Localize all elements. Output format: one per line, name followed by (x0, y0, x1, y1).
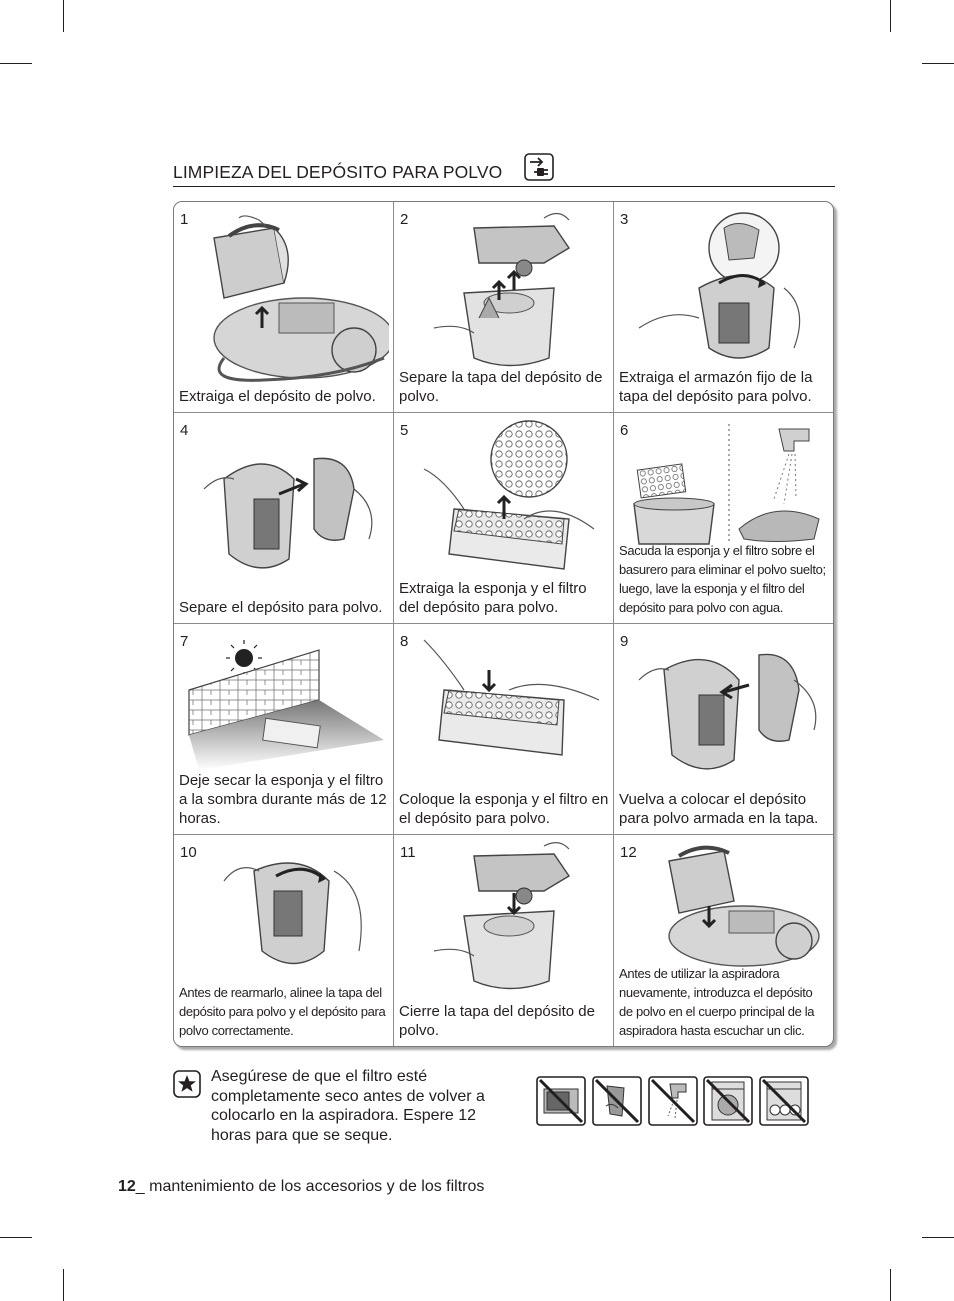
step-6: 6 Sacuda la esponja y el filtro sobre el… (614, 413, 833, 624)
step-caption: Vuelva a colocar el depósito para polvo … (619, 791, 819, 827)
separate-bin-illustration (203, 457, 373, 569)
section-header: LIMPIEZA DEL DEPÓSITO PARA POLVO (173, 152, 835, 187)
step-number: 5 (400, 422, 409, 439)
step-1: 1 Extraiga el depósito de polvo. (174, 202, 394, 413)
crop-mark (922, 63, 954, 64)
step-number: 2 (400, 211, 409, 228)
step-9: 9 Vuelva a colocar el depósito para polv… (614, 624, 833, 835)
align-lid-illustration (223, 862, 362, 965)
step-caption: Cierre la tapa del depósito de polvo. (399, 1003, 595, 1039)
step-number: 6 (620, 422, 629, 439)
step-number: 3 (620, 211, 629, 228)
step-5: 5 Extraiga la esponja y el filtro del de… (394, 413, 614, 624)
reattach-bin-illustration (638, 653, 817, 770)
crop-mark (890, 0, 891, 32)
no-dishwasher-icon (759, 1076, 809, 1126)
wash-filter-illustration (633, 424, 820, 545)
close-lid-illustration (433, 842, 570, 990)
step-7: 7 Deje secar l (174, 624, 394, 835)
crop-mark (0, 63, 32, 64)
step-8: 8 Coloque la esponja y el filtro en el d… (394, 624, 614, 835)
step-number: 4 (180, 422, 189, 439)
step-number: 12 (620, 844, 637, 861)
step-caption: Separe el depósito para polvo. (179, 599, 383, 616)
separate-lid-illustration (433, 212, 570, 367)
step-number: 9 (620, 633, 629, 650)
step-number: 1 (180, 211, 189, 228)
steps-grid: 1 Extraiga el depósito de polvo. 2 (173, 201, 834, 1047)
no-hair-dryer-icon (592, 1076, 642, 1126)
crop-mark (63, 0, 64, 32)
star-note-icon (173, 1070, 201, 1098)
step-caption: Antes de utilizar la aspiradora nuevamen… (619, 966, 815, 1038)
step-caption: Extraiga el depósito de polvo. (179, 388, 376, 405)
remove-frame-illustration (638, 212, 801, 359)
crop-mark (63, 1269, 64, 1301)
page-footer: 12_ mantenimiento de los accesorios y de… (118, 1178, 484, 1196)
no-washing-machine-icon (703, 1076, 753, 1126)
step-10: 10 Antes de rearmarlo, alinee la tapa de… (174, 835, 394, 1046)
step-number: 7 (180, 633, 189, 650)
step-4: 4 Separe el depósito para polvo. (174, 413, 394, 624)
step-number: 10 (180, 844, 197, 861)
insert-sponge-illustration (423, 639, 600, 756)
footer-text: _ mantenimiento de los accesorios y de l… (135, 1178, 485, 1195)
step-number: 11 (400, 844, 416, 861)
no-microwave-icon (536, 1076, 586, 1126)
step-caption: Deje secar la esponja y el filtro a la s… (179, 772, 387, 827)
section-title: LIMPIEZA DEL DEPÓSITO PARA POLVO (173, 162, 503, 182)
step-12: 12 Antes de utilizar la aspiradora nueva… (614, 835, 833, 1046)
step-caption: Extraiga la esponja y el filtro del depó… (399, 580, 587, 616)
unplug-icon (524, 153, 554, 181)
step-caption: Antes de rearmarlo, alinee la tapa del d… (179, 985, 386, 1038)
remove-sponge-illustration (423, 420, 595, 570)
step-number: 8 (400, 633, 409, 650)
step-caption: Separe la tapa del depósito de polvo. (399, 369, 603, 405)
note-text: Asegúrese de que el filtro esté completa… (211, 1068, 485, 1144)
step-2: 2 Separe la tapa del depósito de polvo. (394, 202, 614, 413)
crop-mark (0, 1237, 32, 1238)
lift-dust-bin-illustration (213, 215, 389, 382)
dry-in-shade-illustration (188, 640, 384, 770)
step-caption: Extraiga el armazón fijo de la tapa del … (619, 369, 813, 405)
crop-mark (890, 1269, 891, 1301)
step-caption: Sacuda la esponja y el filtro sobre el b… (619, 543, 826, 615)
step-3: 3 Extraiga el armazón fijo de la tapa de… (614, 202, 833, 413)
step-caption: Coloque la esponja y el filtro en el dep… (399, 791, 609, 827)
insert-bin-illustration (668, 845, 820, 967)
step-11: 11 Cierre la tapa del depósito de polvo. (394, 835, 614, 1046)
crop-mark (922, 1237, 954, 1238)
no-heater-icon (648, 1076, 698, 1126)
page-number: 12 (118, 1178, 136, 1195)
